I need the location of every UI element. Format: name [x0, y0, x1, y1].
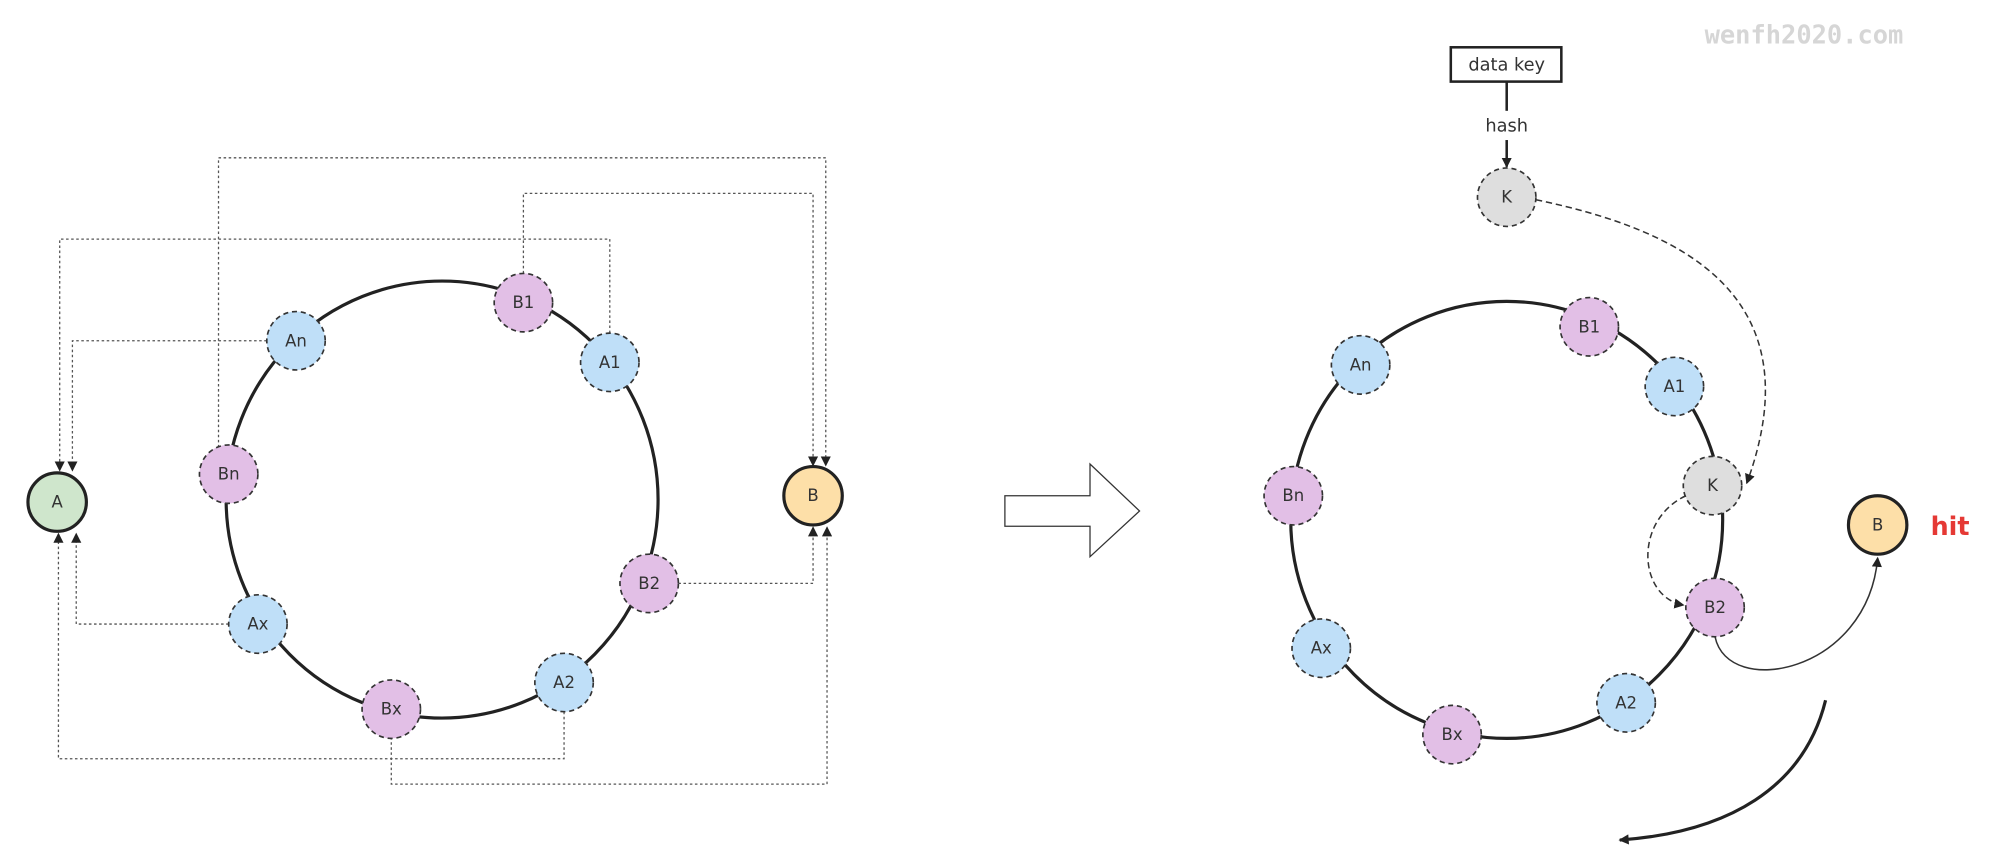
node-label: Ax: [247, 615, 268, 634]
node-label: B1: [1578, 317, 1600, 336]
node-label: A1: [599, 353, 621, 372]
data-key-label: data key: [1468, 55, 1545, 76]
virtual-node-bx: Bx: [361, 679, 422, 740]
server-label: A: [52, 493, 64, 512]
virtual-node-a2-right: A2: [1596, 672, 1657, 733]
hit-curve: [1714, 556, 1882, 671]
clockwise-direction-arrow: [1618, 699, 1828, 845]
virtual-node-ax: Ax: [227, 594, 288, 655]
virtual-node-b1: B1: [493, 272, 554, 333]
server-a: A: [26, 471, 88, 533]
transition-arrow-icon: [1004, 462, 1141, 559]
hash-label: hash: [1485, 116, 1528, 137]
server-b-left: B: [782, 464, 844, 527]
virtual-node-bx-right: Bx: [1422, 704, 1483, 765]
key-node: K: [1476, 167, 1537, 228]
virtual-node-ax-right: Ax: [1291, 618, 1352, 679]
virtual-node-bn: Bn: [198, 444, 259, 505]
node-label: Bn: [218, 465, 240, 484]
node-label: B2: [1704, 598, 1726, 617]
node-label: B1: [512, 293, 534, 312]
virtual-node-an-right: An: [1330, 334, 1391, 395]
virtual-node-b2: B2: [619, 553, 680, 614]
virtual-node-a1-right: A1: [1644, 356, 1705, 417]
node-label: Bx: [381, 700, 402, 719]
server-label: B: [1872, 515, 1883, 534]
virtual-node-an: An: [265, 310, 327, 371]
hit-label: hit: [1931, 511, 1970, 541]
watermark: wenfh2020.com: [1705, 19, 1904, 49]
virtual-node-b1-right: B1: [1559, 296, 1620, 357]
virtual-node-bn-right: Bn: [1263, 465, 1324, 526]
node-label: Ax: [1311, 639, 1332, 658]
node-label: K: [1501, 188, 1513, 207]
data-key-box: [1449, 46, 1563, 83]
node-label: Bn: [1282, 486, 1304, 505]
server-label: B: [807, 486, 818, 505]
node-label: K: [1707, 476, 1719, 495]
clockwise-lookup-curve: [1647, 495, 1687, 609]
node-label: B2: [638, 574, 660, 593]
key-placement-curve: [1535, 198, 1767, 485]
node-label: A1: [1663, 377, 1685, 396]
virtual-node-b2-right: B2: [1685, 577, 1746, 638]
virtual-node-a2: A2: [534, 652, 595, 713]
server-b-right: B: [1846, 494, 1909, 556]
virtual-node-a1: A1: [579, 332, 640, 393]
node-label: Bx: [1442, 725, 1463, 744]
node-label: An: [285, 331, 307, 350]
node-label: A2: [553, 673, 575, 692]
node-label: A2: [1615, 693, 1637, 712]
ring-key-node: K: [1682, 455, 1743, 516]
node-label: An: [1350, 355, 1372, 374]
left-mapping-lines: [53, 157, 833, 785]
